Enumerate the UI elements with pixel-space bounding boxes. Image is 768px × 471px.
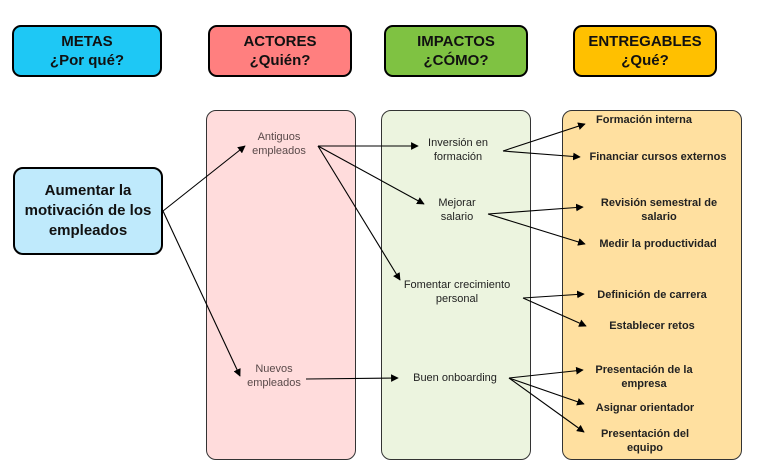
header-metas-subtitle: ¿Por qué?: [49, 52, 125, 69]
arrow-i3-d6: [522, 297, 587, 327]
arrow-i4-d8: [508, 377, 585, 406]
header-metas: METAS ¿Por qué?: [12, 25, 162, 77]
arrow-i4-d7: [508, 366, 584, 379]
header-impactos: IMPACTOS ¿CÓMO?: [384, 25, 528, 77]
deliverable-formacion-interna: Formación interna: [596, 114, 692, 126]
header-entregables-title: ENTREGABLES: [588, 33, 702, 50]
impact-fomentar-crecimiento: Fomentar crecimiento personal: [403, 279, 511, 305]
arrow-a1-i2: [317, 145, 425, 205]
header-actores-subtitle: ¿Quién?: [249, 52, 311, 69]
header-entregables-subtitle: ¿Qué?: [621, 52, 669, 69]
arrow-i2-d4: [487, 213, 586, 246]
impact-buen-onboarding: Buen onboarding: [413, 372, 497, 384]
header-metas-title: METAS: [61, 33, 113, 50]
header-entregables: ENTREGABLES ¿Qué?: [573, 25, 717, 77]
arrow-i3-d5: [522, 290, 585, 299]
arrow-i1-d2: [502, 150, 581, 161]
header-impactos-subtitle: ¿CÓMO?: [423, 52, 489, 69]
actores-column: [206, 110, 356, 460]
deliverable-definicion-carrera: Definición de carrera: [597, 289, 707, 301]
deliverable-medir-productividad: Medir la productividad: [599, 238, 717, 250]
arrow-i1-d1: [502, 122, 586, 152]
impact-inversion-formacion: Inversión en formación: [428, 137, 488, 163]
deliverable-asignar-orientador: Asignar orientador: [595, 402, 695, 414]
arrow-a1-i3: [317, 145, 401, 281]
deliverable-financiar-cursos: Financiar cursos externos: [589, 151, 727, 163]
impact-mejorar-salario: Mejorar salario: [438, 197, 476, 223]
deliverable-presentacion-empresa: Presentación de la empresa: [595, 364, 693, 390]
goal-box: Aumentar la motivación de los empleados: [13, 167, 163, 255]
header-impactos-title: IMPACTOS: [417, 33, 495, 50]
arrow-goal-a1: [162, 145, 246, 212]
header-actores: ACTORES ¿Quién?: [208, 25, 352, 77]
entregables-column: [562, 110, 742, 460]
arrow-i2-d3: [487, 203, 584, 215]
actor-nuevos-empleados: Nuevos empleados: [247, 363, 301, 389]
arrow-goal-a2: [162, 210, 241, 377]
deliverable-establecer-retos: Establecer retos: [609, 320, 695, 332]
deliverable-presentacion-equipo: Presentación del equipo: [600, 428, 690, 454]
header-actores-title: ACTORES: [243, 33, 317, 50]
deliverable-revision-salario: Revisión semestral de salario: [600, 197, 718, 223]
actor-antiguos-empleados: Antiguos empleados: [252, 131, 306, 157]
arrow-i4-d9: [508, 377, 585, 433]
arrow-a2-i4: [305, 374, 399, 382]
impactos-column: [381, 110, 531, 460]
